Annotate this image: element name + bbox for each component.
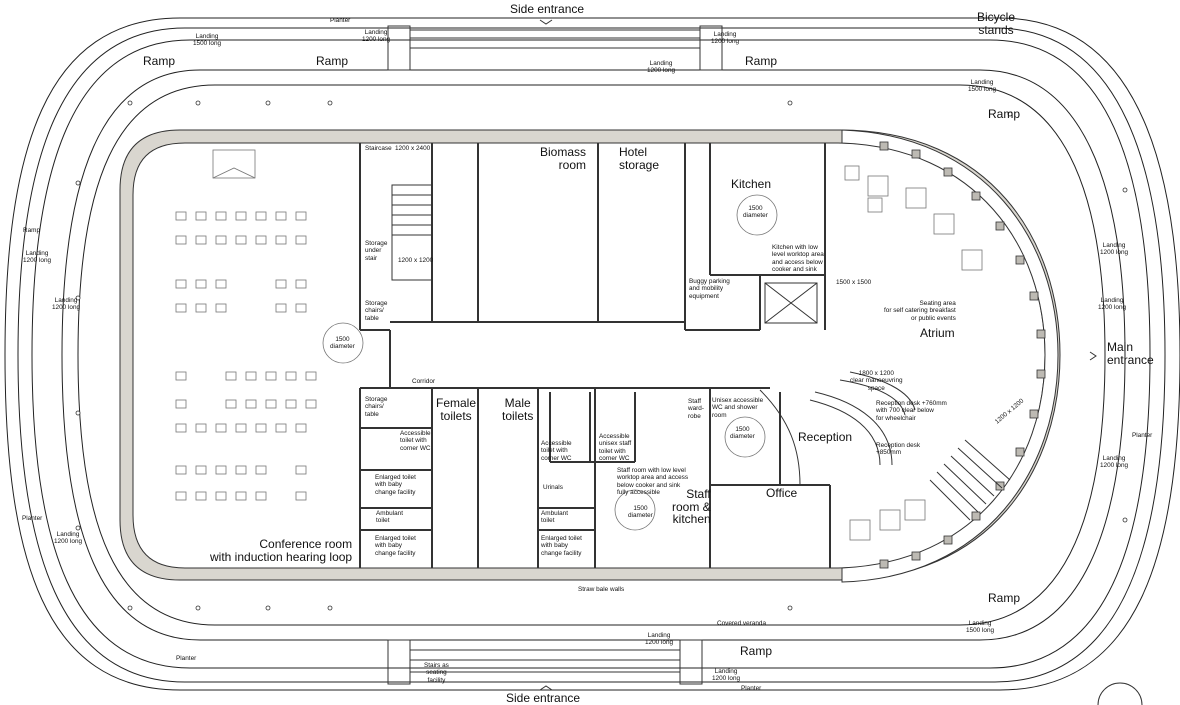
storage-label: Storage chairs/ table <box>365 396 388 418</box>
hotel-storage-label: Hotel storage <box>619 145 660 172</box>
kitchen-note: Kitchen with low level worktop area and … <box>772 244 824 274</box>
building-interior <box>132 142 1046 569</box>
planter-label: Planter <box>22 515 43 522</box>
straw-bale-walls-label: Straw bale walls <box>578 586 625 593</box>
reception-desk-label: Reception desk +850mm <box>876 442 921 457</box>
landing-label: Landing 1200 long <box>54 531 83 546</box>
clear-space-label: 1800 x 1200 clear manoeuvring space <box>850 370 903 392</box>
ambulant-toilet-label: Ambulant toilet <box>376 510 403 525</box>
landing-label: Landing 1500 long <box>968 79 997 94</box>
stairs-seating-label: Stairs as seating facility <box>424 662 449 684</box>
turning-circle-label: 1500 diameter <box>743 205 768 220</box>
accessible-toilet-label: Accessible toilet with corner WC <box>541 440 572 462</box>
reception-desk-label: Reception desk +760mm with 700 clear bel… <box>876 400 947 422</box>
turning-circle-label: 1500 diameter <box>330 336 355 351</box>
outer-ramp-edge-3 <box>31 39 1151 669</box>
veranda-edge <box>77 84 1106 626</box>
outer-ramp-edge <box>4 17 1180 691</box>
conference-room-label: Conference room with induction hearing l… <box>210 537 353 564</box>
enlarged-toilet-label: Enlarged toilet with baby change facilit… <box>375 535 416 557</box>
turning-circle-label: 1500 diameter <box>628 505 653 520</box>
ramp-label: Ramp <box>988 591 1021 605</box>
landing-label: Landing 1200 long <box>1100 455 1129 470</box>
male-toilets-label: Male toilets <box>502 396 534 423</box>
landing-label: Landing 1200 long <box>712 668 741 683</box>
corridor-label: Corridor <box>412 378 436 385</box>
kitchen-label: Kitchen <box>731 177 772 191</box>
seating-area-label: Seating area for self catering breakfast… <box>884 300 956 322</box>
unisex-wc-label: Unisex accessible WC and shower room <box>712 397 764 419</box>
main-entrance-label: Main entrance <box>1107 340 1154 367</box>
enlarged-toilet-label: Enlarged toilet with baby change facilit… <box>375 474 416 496</box>
accessible-toilet-label: Accessible toilet with corner WC <box>400 430 431 452</box>
bicycle-stands-label: Bicycle stands <box>977 10 1016 37</box>
atrium-label: Atrium <box>920 326 955 340</box>
enlarged-toilet-label: Enlarged toilet with baby change facilit… <box>541 535 582 557</box>
landing-label: Landing 1200 long <box>645 632 674 647</box>
accessible-staff-toilet-label: Accessible unisex staff toilet with corn… <box>599 433 632 463</box>
side-entrance-bottom-label: Side entrance <box>506 691 581 705</box>
staff-room-label: Staff room & kitchen <box>672 487 711 527</box>
planter-label: Planter <box>330 17 351 24</box>
urinals-label: Urinals <box>543 484 563 491</box>
office-label: Office <box>766 486 798 500</box>
ramp-label: Ramp <box>745 54 778 68</box>
ramp-inner-edge <box>61 69 1126 641</box>
landing-label: Landing 1200 long <box>647 60 676 75</box>
ramp-label: Ramp <box>988 107 1021 121</box>
buggy-parking-label: Buggy parking and mobility equipment <box>689 278 730 300</box>
ambulant-toilet-label: Ambulant toilet <box>541 510 568 525</box>
planter-label: Planter <box>1132 432 1153 439</box>
planter-label: Planter <box>176 655 197 662</box>
side-entrance-top-label: Side entrance <box>510 2 585 16</box>
ramp-label: Ramp <box>316 54 349 68</box>
covered-veranda-label: Covered veranda <box>717 620 767 627</box>
planter-label: Planter <box>741 685 762 692</box>
dimension-label: 1200 x 2400 <box>395 145 431 152</box>
dimension-label: 1500 x 1500 <box>836 279 872 286</box>
turning-circle-label: 1500 diameter <box>730 426 755 441</box>
ramp-label: Ramp <box>740 644 773 658</box>
reception-label: Reception <box>798 430 853 444</box>
landing-label: Landing 1500 long <box>193 33 222 48</box>
staff-wardrobe-label: Staff ward- robe <box>688 398 704 420</box>
dimension-label: 1200 x 1200 <box>398 257 434 264</box>
storage-label: Storage chairs/ table <box>365 300 388 322</box>
biomass-room-label: Biomass room <box>540 145 587 172</box>
ramp-label: Ramp <box>23 227 41 234</box>
female-toilets-label: Female toilets <box>436 396 477 423</box>
landing-label: Landing 1200 long <box>23 250 52 265</box>
ramp-label: Ramp <box>143 54 176 68</box>
landing-label: Landing 1200 long <box>711 31 740 46</box>
staff-room-note: Staff room with low level worktop area a… <box>617 467 689 497</box>
landing-label: Landing 1500 long <box>966 620 995 635</box>
landing-label: Landing 1200 long <box>1098 297 1127 312</box>
staircase-label: Staircase <box>365 145 392 152</box>
landing-label: Landing 1200 long <box>52 297 81 312</box>
landing-label: Landing 1200 long <box>362 29 391 44</box>
storage-under-stair-label: Storage under stair <box>365 240 388 262</box>
north-arrow <box>1097 682 1143 705</box>
outer-ramp-edge-2 <box>17 27 1166 683</box>
landing-label: Landing 1200 long <box>1100 242 1129 257</box>
